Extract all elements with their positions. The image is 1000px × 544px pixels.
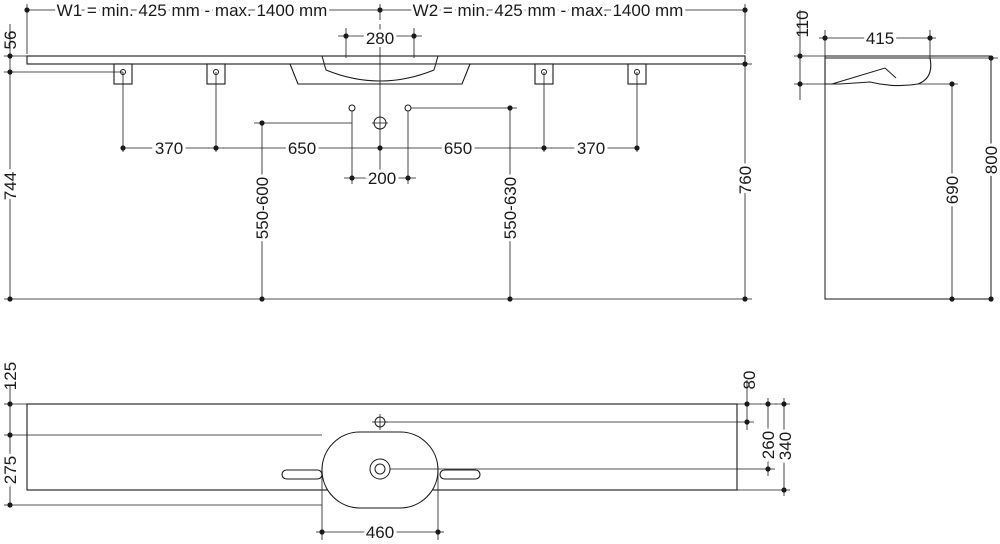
dim-w1: W1 = min. 425 mm - max. 1400 mm	[57, 1, 328, 20]
dim-460: 460	[366, 523, 394, 542]
basin-side	[824, 57, 932, 87]
top-view: 125 275 80 260 340 460	[0, 362, 798, 544]
dim-275: 275	[1, 456, 20, 484]
dim-260: 260	[759, 431, 778, 459]
dim-w2: W2 = min. 425 mm - max. 1400 mm	[413, 1, 684, 20]
dim-340: 340	[776, 432, 795, 460]
dim-690: 690	[943, 176, 962, 204]
dim-200: 200	[368, 169, 396, 188]
drain-top-inner	[374, 463, 386, 475]
countertop-front	[26, 55, 746, 65]
dim-650-right: 650	[444, 139, 472, 158]
dim-550-630: 550-630	[501, 177, 520, 239]
slot-right	[439, 469, 481, 480]
dim-80: 80	[740, 371, 759, 390]
dim-56: 56	[1, 31, 20, 50]
dim-744: 744	[1, 172, 20, 200]
slot-left	[281, 469, 323, 480]
dim-370-right: 370	[577, 139, 605, 158]
dim-370-left: 370	[155, 139, 183, 158]
dim-110: 110	[793, 10, 812, 37]
dim-800: 800	[982, 146, 1000, 174]
supply-hole-right	[404, 104, 412, 112]
front-view: W1 = min. 425 mm - max. 1400 mm W2 = min…	[0, 0, 758, 302]
dim-125: 125	[1, 362, 20, 390]
supply-hole-left	[348, 104, 356, 112]
dim-280: 280	[366, 29, 394, 48]
dim-415: 415	[866, 29, 894, 48]
dim-760: 760	[736, 166, 755, 194]
basin-top	[321, 431, 439, 509]
dim-650-left: 650	[288, 139, 316, 158]
dim-550-600: 550-600	[253, 177, 272, 239]
wall-outline	[824, 55, 992, 300]
side-view: 110 415 690 800	[793, 10, 1000, 302]
